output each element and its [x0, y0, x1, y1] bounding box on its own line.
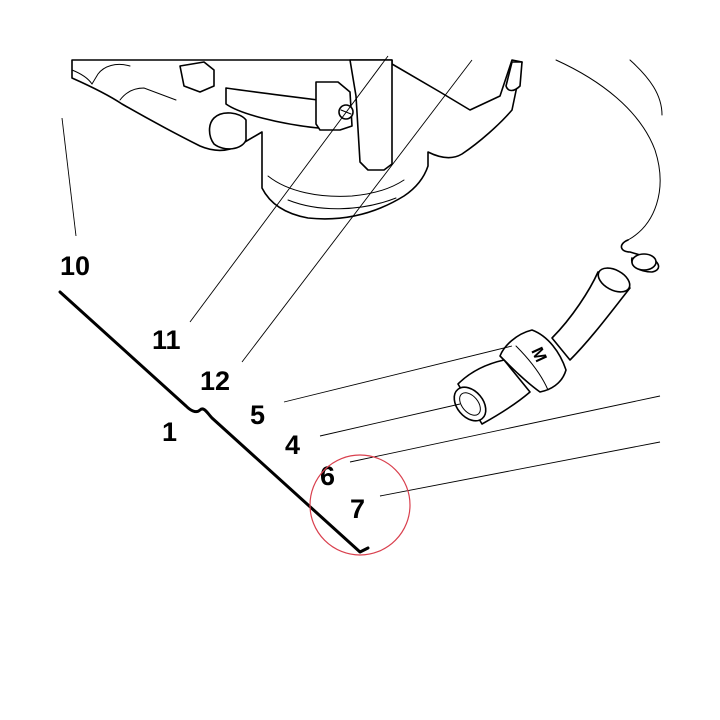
cover-outline-inner — [629, 59, 663, 116]
callout-11: 11 — [152, 325, 181, 355]
hose-upper-end — [597, 267, 631, 293]
callout-numbers: 10 11 12 1 5 4 6 7 — [60, 251, 365, 524]
leader-6 — [349, 395, 661, 463]
leader-12 — [241, 59, 473, 363]
callout-5: 5 — [250, 400, 265, 430]
mount-plate — [349, 59, 393, 171]
bracket-body — [71, 59, 523, 220]
leader-11 — [189, 55, 389, 323]
hose-upper — [551, 271, 631, 361]
callout-10: 10 — [60, 251, 90, 281]
hose-assembly: M — [453, 267, 631, 425]
bracket-collar — [208, 112, 247, 150]
bowl-rim — [267, 175, 405, 197]
hose-clamp — [499, 329, 567, 393]
leader-7 — [379, 441, 661, 497]
cover-outline — [555, 59, 661, 241]
callout-4: 4 — [285, 430, 300, 460]
callout-7: 7 — [350, 494, 365, 524]
callout-1: 1 — [162, 417, 177, 447]
clamp-band-line — [515, 345, 549, 391]
bracket-foot — [71, 63, 131, 85]
callout-6: 6 — [320, 461, 335, 491]
hose-lower-end — [453, 386, 487, 422]
leader-10 — [61, 117, 77, 237]
hose-lower-bore — [459, 392, 481, 416]
leader-lines — [61, 55, 661, 497]
bracket-tab — [179, 61, 215, 93]
bowl-rim-lower — [287, 197, 397, 210]
callout-12: 12 — [200, 366, 230, 396]
bracket-post — [505, 61, 523, 92]
upper-housing-assembly — [71, 59, 663, 273]
bracket-rib — [119, 87, 177, 101]
leader-4 — [319, 403, 461, 437]
leader-5 — [283, 345, 513, 403]
cover-hole — [631, 253, 657, 271]
highlight-ring — [309, 454, 411, 556]
panel-edge — [58, 290, 370, 554]
